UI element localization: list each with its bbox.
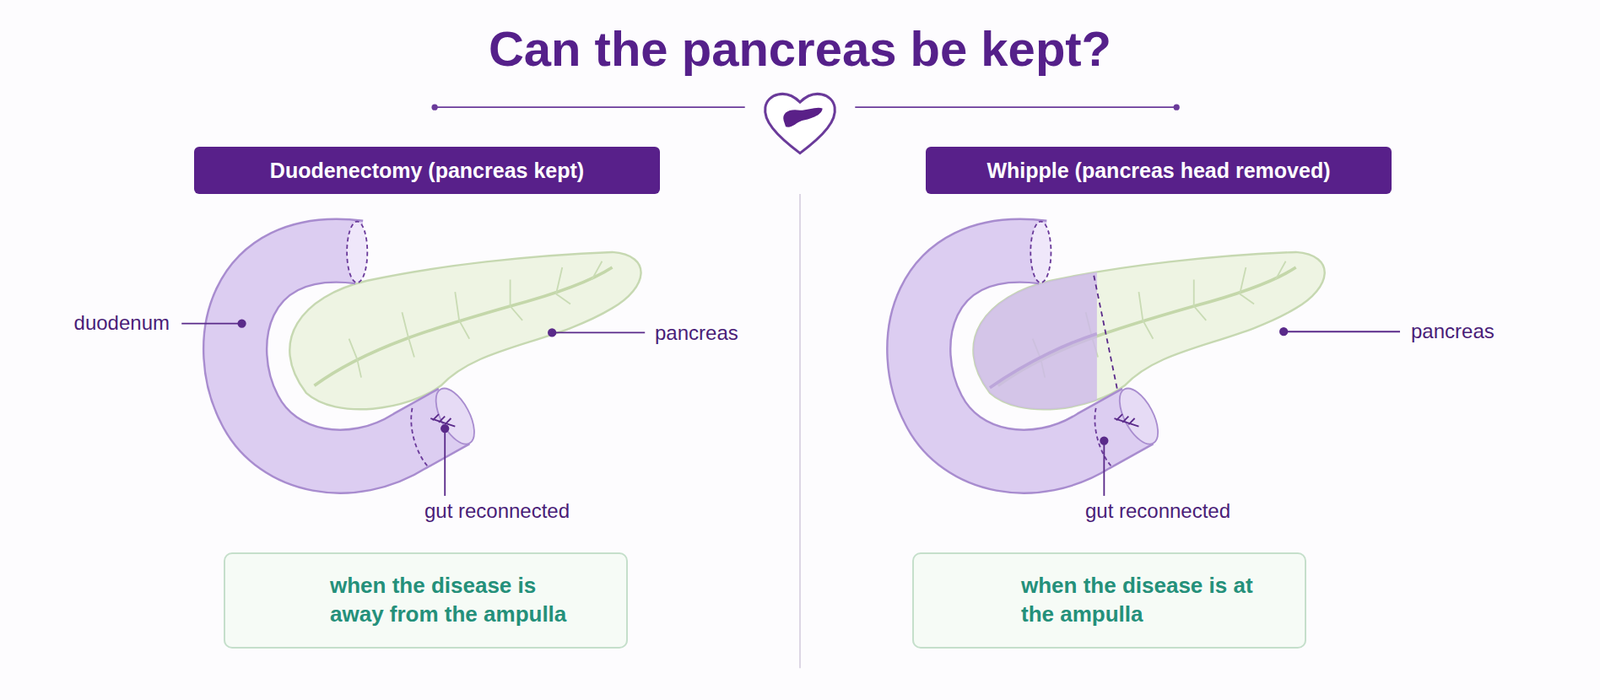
- text-group: when the disease is at the ampulla: [1021, 572, 1275, 630]
- part-label: duodenum: [74, 311, 170, 336]
- part-label: pancreas: [1410, 319, 1495, 344]
- indication-box: when the disease is at the ampulla: [912, 552, 1307, 649]
- part-label: pancreas: [654, 321, 739, 346]
- node-text: when the disease is away from the ampull…: [329, 572, 584, 630]
- node-text: Whipple (pancreas head removed): [986, 158, 1330, 184]
- part-label: gut reconnected: [1085, 499, 1231, 524]
- node-text: Duodenectomy (pancreas kept): [270, 158, 584, 184]
- panel-header: Whipple (pancreas head removed): [925, 146, 1392, 195]
- indication-box: when the disease is away from the ampull…: [223, 552, 628, 649]
- part-label: gut reconnected: [424, 499, 570, 524]
- text-group: when the disease is away from the ampull…: [329, 572, 584, 630]
- text-group: Whipple (pancreas head removed): [986, 158, 1330, 184]
- panel-header: Duodenectomy (pancreas kept): [194, 146, 660, 195]
- title: Can the pancreas be kept?: [488, 20, 1112, 77]
- node-text: when the disease is at the ampulla: [1021, 572, 1275, 630]
- text-group: Duodenectomy (pancreas kept): [270, 158, 584, 184]
